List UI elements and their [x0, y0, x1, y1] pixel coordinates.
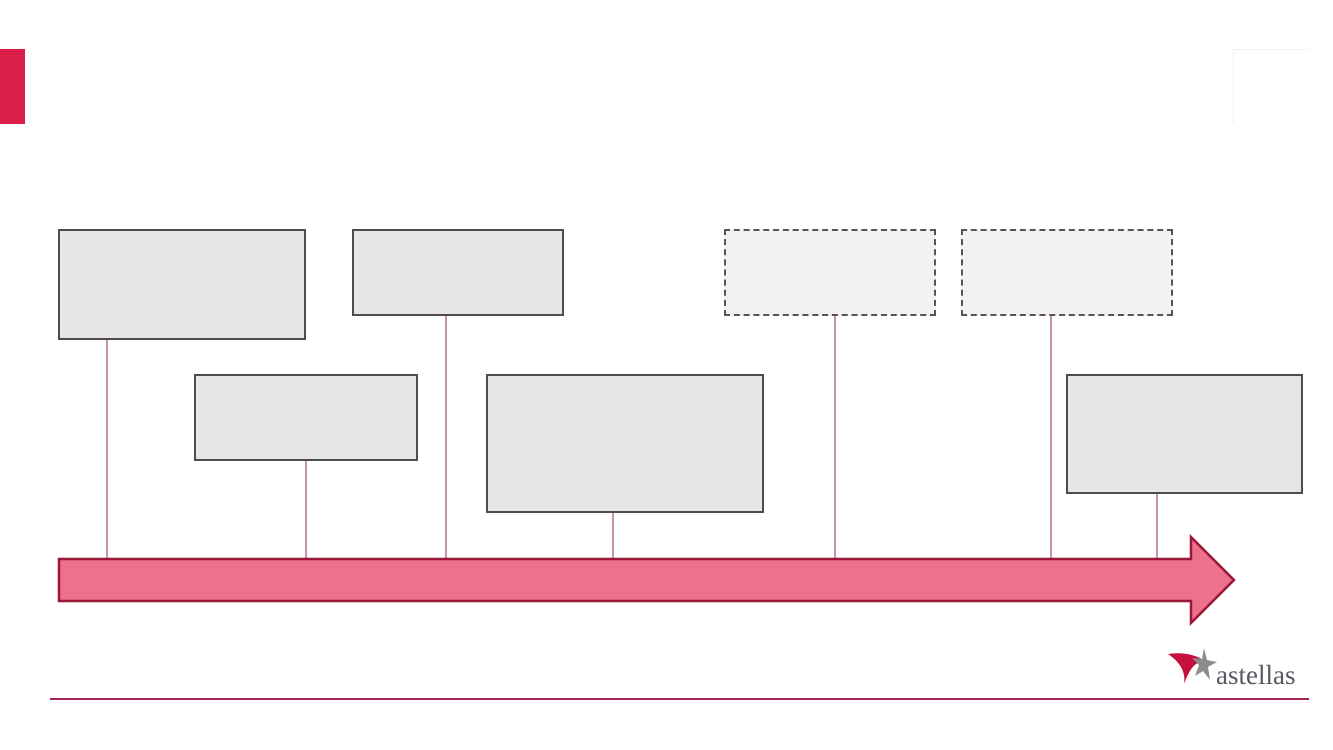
footer-divider — [50, 698, 1309, 700]
milestone-box-1 — [58, 229, 306, 340]
planned-milestone-box-1 — [724, 229, 936, 316]
milestone-box-4 — [486, 374, 764, 513]
timeline-arrow — [57, 533, 1236, 627]
corner-placeholder — [1233, 49, 1309, 124]
milestone-box-3 — [352, 229, 564, 316]
astellas-logo-icon — [1168, 648, 1217, 684]
connector-lines — [106, 316, 1158, 559]
milestone-box-7 — [1066, 374, 1303, 494]
logo-wordmark: astellas — [1216, 660, 1296, 690]
planned-milestone-box-2 — [961, 229, 1173, 316]
title-accent-bar — [0, 49, 25, 124]
milestone-box-2 — [194, 374, 418, 461]
